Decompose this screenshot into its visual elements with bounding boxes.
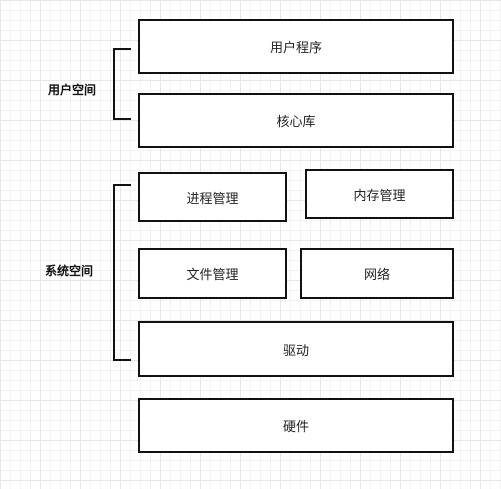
system-space-label: 系统空间 <box>45 264 94 278</box>
memory-management-text: 内存管理 <box>353 188 406 204</box>
user-program-text: 用户程序 <box>269 41 322 56</box>
file-management-box[interactable]: 文件管理 <box>138 248 287 299</box>
process-management-text: 进程管理 <box>186 191 239 207</box>
driver-box[interactable]: 驱动 <box>138 321 454 377</box>
driver-text: 驱动 <box>282 343 309 359</box>
user-program-box[interactable]: 用户程序 <box>138 19 454 74</box>
core-library-text: 核心库 <box>276 115 316 130</box>
hardware-box[interactable]: 硬件 <box>138 398 454 453</box>
system-space-bracket <box>113 184 131 361</box>
core-library-box[interactable]: 核心库 <box>138 93 454 148</box>
file-management-text: 文件管理 <box>186 268 239 283</box>
hardware-text: 硬件 <box>282 420 309 435</box>
user-space-bracket <box>113 48 131 120</box>
process-management-box[interactable]: 进程管理 <box>138 172 287 222</box>
user-space-label: 用户空间 <box>48 83 97 97</box>
network-text: 网络 <box>363 268 390 283</box>
network-box[interactable]: 网络 <box>300 248 454 299</box>
memory-management-box[interactable]: 内存管理 <box>305 169 454 219</box>
